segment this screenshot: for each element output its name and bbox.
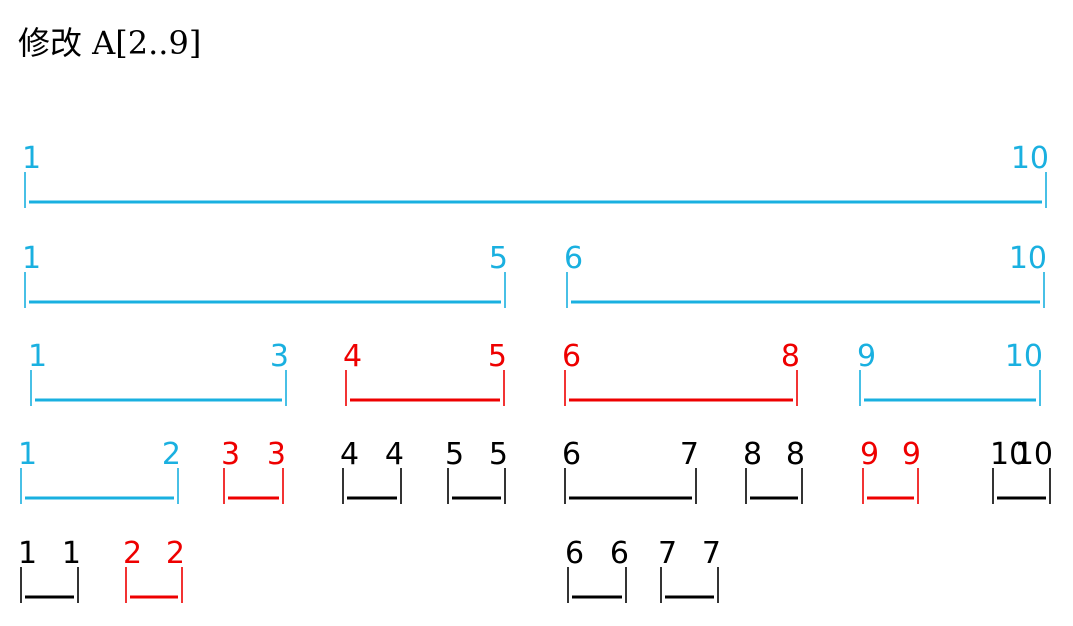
node-right-label: 10 — [1011, 141, 1049, 176]
node-left-label: 4 — [340, 437, 359, 472]
node-right-label: 6 — [610, 536, 629, 571]
node-right-label: 10 — [1009, 241, 1047, 276]
node-left-label: 5 — [445, 437, 464, 472]
node-right-label: 8 — [786, 437, 805, 472]
node-right-label: 7 — [680, 437, 699, 472]
node-right-label: 5 — [488, 339, 507, 374]
node-right-label: 5 — [489, 241, 508, 276]
node-right-label: 9 — [902, 437, 921, 472]
diagram-title: 修改 A[2..9] — [18, 24, 202, 62]
node-left-label: 2 — [123, 536, 142, 571]
node-left-label: 1 — [22, 241, 41, 276]
node-left-label: 8 — [743, 437, 762, 472]
node-left-label: 1 — [18, 437, 37, 472]
node-left-label: 9 — [860, 437, 879, 472]
node-right-label: 10 — [1015, 437, 1053, 472]
node-right-label: 4 — [385, 437, 404, 472]
tree-node: 1 10 — [22, 141, 1049, 208]
node-right-label: 1 — [62, 536, 81, 571]
node-left-label: 10 — [990, 437, 1028, 472]
node-left-label: 9 — [857, 339, 876, 374]
node-right-label: 10 — [1005, 339, 1043, 374]
node-right-label: 2 — [166, 536, 185, 571]
node-left-label: 1 — [28, 339, 47, 374]
node-left-label: 6 — [562, 339, 581, 374]
node-right-label: 5 — [489, 437, 508, 472]
node-left-label: 1 — [18, 536, 37, 571]
node-right-label: 7 — [702, 536, 721, 571]
node-right-label: 8 — [781, 339, 800, 374]
node-right-label: 2 — [162, 437, 181, 472]
node-left-label: 3 — [221, 437, 240, 472]
node-left-label: 7 — [658, 536, 677, 571]
node-right-label: 3 — [267, 437, 286, 472]
node-left-label: 1 — [22, 141, 41, 176]
node-left-label: 6 — [562, 437, 581, 472]
node-left-label: 4 — [343, 339, 362, 374]
tree-node: 6 10 — [564, 241, 1047, 308]
node-left-label: 6 — [564, 241, 583, 276]
node-right-label: 3 — [270, 339, 289, 374]
node-left-label: 6 — [565, 536, 584, 571]
tree-node: 9 10 — [857, 339, 1043, 406]
